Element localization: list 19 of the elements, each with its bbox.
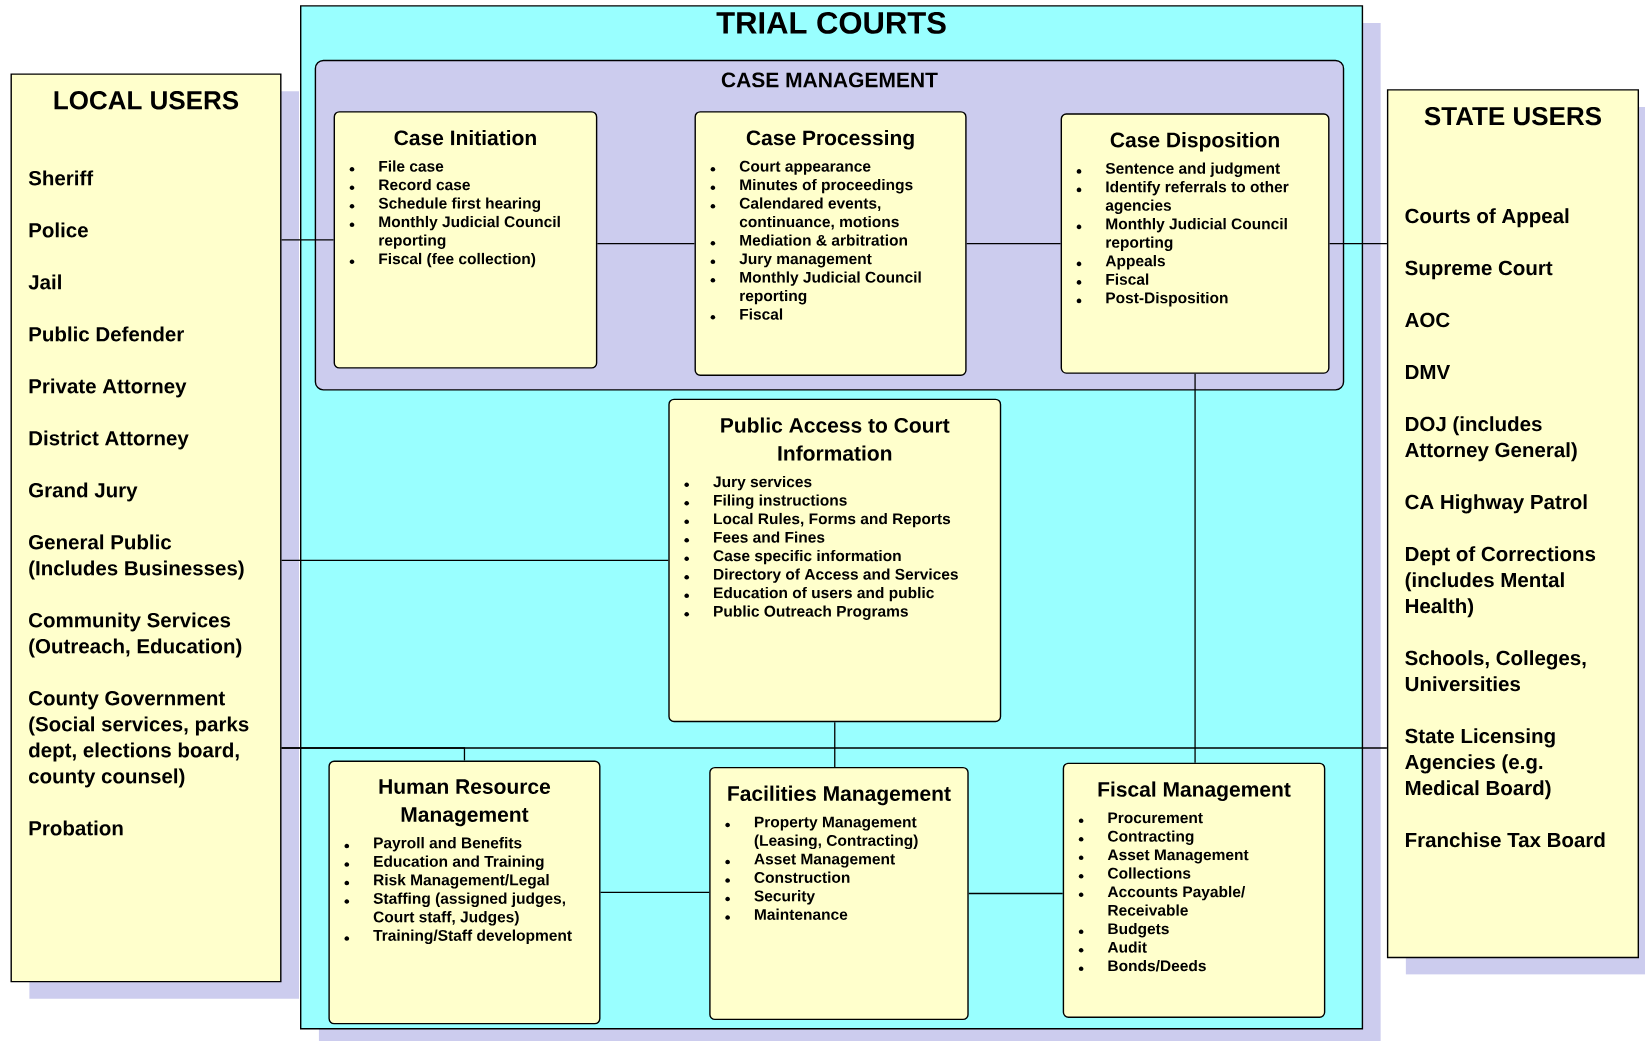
connector-line [596, 242, 696, 245]
function-box: Public Access to Court Information Jury services Filing instructions Local Rules, Forms and Reports Fees and Fines Case specific information Directory of Access and Services Education of users and public Public Outreach Programs [668, 398, 1002, 723]
connector-line [968, 892, 1064, 895]
function-box: Case Processing Court appearance Minutes of proceedings Calendared events, continuance, motions Mediation & arbitration Jury management Monthly Judicial Council reporting Fiscal [694, 111, 967, 376]
function-box: Case Disposition Sentence and judgment Identify referrals to other agencies Monthly Judicial Council reporting Appeals Fiscal Post-Disposition [1060, 113, 1330, 374]
connector-line [599, 891, 710, 894]
connector-line [1328, 242, 1388, 245]
connector-line [965, 242, 1062, 245]
user-list-box: LOCAL USERS Sheriff Police Jail Public Defender Private Attorney District Attorney Grand Jury General Public (Includes Businesses) Community Services (Outreach, Education) County Government (Social services, parks dept, elections board, county counsel) Probation [10, 73, 282, 983]
function-box: Human Resource Management Payroll and Benefits Education and Training Risk Management/Legal Staffing (assigned judges, Court staff, Judges) Training/Staff development [328, 760, 601, 1025]
function-box: Fiscal Management Procurement Contracting Asset Management Collections Accounts Payable/ Receivable Budgets Audit Bonds/Deeds [1062, 762, 1326, 1018]
user-list-box: STATE USERS Courts of Appeal Supreme Court AOC DMV DOJ (includes Attorney General) CA Highway Patrol Dept of Corrections (includes Mental Health) Schools, Colleges, Universities State Licensing Agencies (e.g. Medical Board) Franchise Tax Board [1386, 89, 1639, 959]
connector-line [280, 239, 335, 241]
function-box: Case Initiation File case Record case Schedule first hearing Monthly Judicial Council reporting Fiscal (fee collection) [333, 111, 598, 369]
connector-line [1194, 373, 1196, 764]
function-box: Facilities Management Property Management (Leasing, Contracting) Asset Management Construction Security Maintenance [709, 766, 969, 1021]
connector-line [280, 747, 466, 762]
connector-line [280, 559, 669, 562]
connector-line [834, 721, 836, 768]
